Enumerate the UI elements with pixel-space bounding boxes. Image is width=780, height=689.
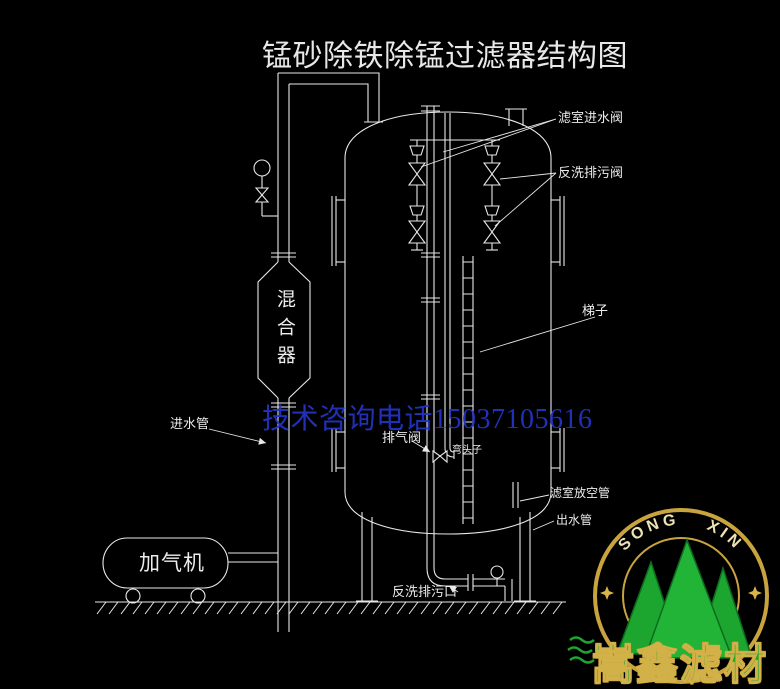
mountains-icon bbox=[615, 537, 752, 659]
watermark-phone: 技术咨询电话15037105616 bbox=[262, 404, 593, 435]
label-filter-inlet-valve: 滤室进水阀 bbox=[558, 110, 624, 125]
company-logo: SONG XIN bbox=[567, 508, 769, 684]
label-aerator-machine: 加气机 bbox=[139, 551, 205, 575]
label-mixer-vessel: 混合器 bbox=[273, 289, 295, 373]
label-backwash-drain-valve: 反洗排污阀 bbox=[558, 165, 624, 180]
valves bbox=[407, 145, 502, 464]
label-exhaust-valve: 排气阀 bbox=[382, 430, 422, 445]
leader-lines bbox=[208, 118, 596, 593]
label-backwash-drain-outlet: 反洗排污口 bbox=[392, 584, 458, 599]
label-filter-vent-pipe: 滤室放空管 bbox=[550, 486, 611, 500]
ladder bbox=[462, 256, 474, 524]
ground-hatch bbox=[96, 601, 563, 615]
label-ladder: 梯子 bbox=[582, 303, 609, 318]
diagram-title: 锰砂除铁除锰过滤器结构图 bbox=[262, 40, 628, 73]
label-inlet-pipe: 进水管 bbox=[170, 416, 210, 431]
star-icon-left bbox=[600, 586, 614, 600]
waves-icon bbox=[567, 636, 595, 664]
label-elbow: 弯头子 bbox=[452, 445, 482, 456]
aerator bbox=[102, 537, 278, 604]
inlet-line-and-mixer bbox=[253, 72, 383, 632]
ladder-rungs bbox=[463, 261, 473, 519]
star-icon-right bbox=[748, 586, 762, 600]
logo-brand-text: 嵩鑫滤材 bbox=[591, 642, 769, 689]
ground bbox=[95, 601, 566, 615]
filter-tank bbox=[331, 108, 565, 602]
label-outlet-pipe: 出水管 bbox=[556, 513, 593, 527]
